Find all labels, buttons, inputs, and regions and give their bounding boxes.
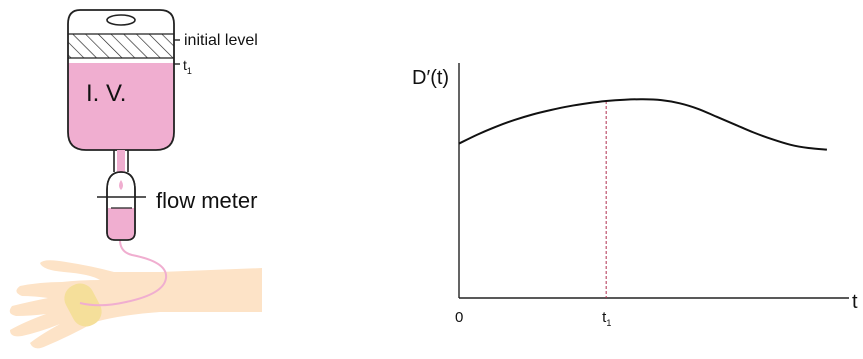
bag-label: I. V. — [86, 80, 126, 107]
iv-bag — [67, 9, 175, 172]
drip-drop — [119, 180, 123, 190]
arm-shape — [9, 260, 262, 349]
hanger-hole — [106, 14, 136, 26]
hand-illustration — [9, 260, 262, 349]
iv-illustration: I. V. initial level t1 flow meter — [9, 9, 262, 349]
drained-region — [68, 34, 174, 58]
x-tick-label-0: 0 — [455, 309, 463, 326]
fluid-level — [68, 63, 174, 150]
y-axis-label: D′(t) — [412, 67, 449, 89]
flow-meter — [97, 171, 146, 241]
line-chart: D′(t) t 0 t1 — [412, 63, 858, 328]
flow-meter-label: flow meter — [156, 188, 257, 213]
series-line-0 — [458, 98, 828, 151]
x-axis-label: t — [852, 291, 858, 313]
x-tick-label-1: t1 — [602, 309, 611, 328]
iv-tube — [79, 239, 168, 307]
tape-band — [64, 283, 102, 327]
initial-level-label: initial level — [184, 32, 258, 49]
t1-level-label: t1 — [183, 57, 192, 76]
